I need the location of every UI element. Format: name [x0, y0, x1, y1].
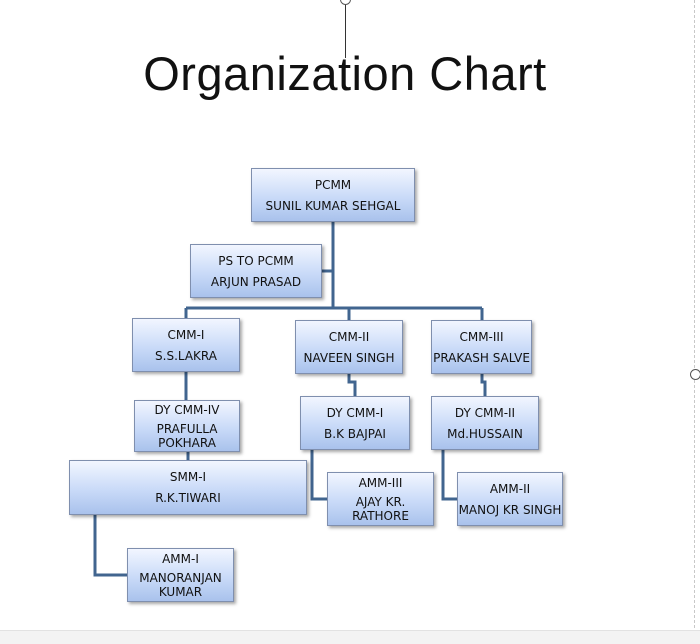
node-role: PCMM: [314, 177, 352, 192]
node-name: MANOJ KR SINGH: [458, 502, 562, 517]
node-role: PS TO PCMM: [218, 253, 294, 268]
node-role: CMM-III: [459, 329, 504, 344]
node-ps-to-pcmm[interactable]: PS TO PCMM ARJUN PRASAD: [190, 244, 322, 298]
connector-cmm2-dycmm1: [347, 374, 357, 396]
node-role: DY CMM-II: [454, 405, 516, 420]
node-name: B.K BAJPAI: [324, 426, 386, 441]
node-dy-cmm-4[interactable]: DY CMM-IV PRAFULLA POKHARA: [134, 400, 240, 452]
node-role: AMM-II: [489, 481, 531, 496]
node-name: Md.HUSSAIN: [447, 426, 523, 441]
node-dy-cmm-2[interactable]: DY CMM-II Md.HUSSAIN: [431, 396, 539, 450]
node-role: SMM-I: [169, 470, 207, 484]
node-cmm-3[interactable]: CMM-III PRAKASH SALVE: [431, 320, 532, 374]
node-amm-2[interactable]: AMM-II MANOJ KR SINGH: [457, 472, 563, 526]
node-name: AJAY KR. RATHORE: [352, 494, 409, 523]
connector-smm1-amm1: [93, 515, 127, 577]
node-name: MANORANJAN KUMAR: [139, 570, 222, 599]
node-name: SUNIL KUMAR SEHGAL: [265, 198, 401, 213]
rotation-handle-line: [345, 0, 346, 58]
node-amm-3[interactable]: AMM-III AJAY KR. RATHORE: [327, 472, 434, 526]
node-name: S.S.LAKRA: [155, 348, 217, 363]
node-name: R.K.TIWARI: [155, 491, 221, 505]
node-role: CMM-I: [167, 327, 205, 342]
node-role: CMM-II: [328, 329, 370, 344]
node-name: NAVEEN SINGH: [303, 350, 395, 365]
connector-dycmm1-amm3: [310, 450, 327, 501]
node-role: AMM-III: [358, 475, 403, 490]
slide-edge: [694, 0, 695, 643]
connector-cmm2-drop: [333, 306, 351, 320]
node-cmm-2[interactable]: CMM-II NAVEEN SINGH: [295, 320, 403, 374]
node-smm-1[interactable]: SMM-I R.K.TIWARI: [69, 460, 307, 515]
resize-handle-right[interactable]: [690, 369, 700, 380]
node-role: DY CMM-I: [326, 405, 384, 420]
connector-dycmm2-amm2: [441, 450, 457, 501]
connector-cmm3-dycmm2: [480, 374, 487, 396]
node-role: AMM-I: [162, 551, 199, 566]
node-role: DY CMM-IV: [154, 402, 220, 417]
node-name: PRAFULLA POKHARA: [156, 421, 218, 450]
node-amm-1[interactable]: AMM-I MANORANJAN KUMAR: [127, 548, 234, 602]
node-cmm-1[interactable]: CMM-I S.S.LAKRA: [132, 318, 240, 372]
node-name: ARJUN PRASAD: [210, 274, 302, 289]
node-pcmm[interactable]: PCMM SUNIL KUMAR SEHGAL: [251, 168, 415, 222]
node-name: PRAKASH SALVE: [433, 350, 530, 365]
node-dy-cmm-1[interactable]: DY CMM-I B.K BAJPAI: [300, 396, 410, 450]
status-strip: [0, 630, 700, 644]
page-title[interactable]: Organization Chart: [143, 47, 547, 100]
